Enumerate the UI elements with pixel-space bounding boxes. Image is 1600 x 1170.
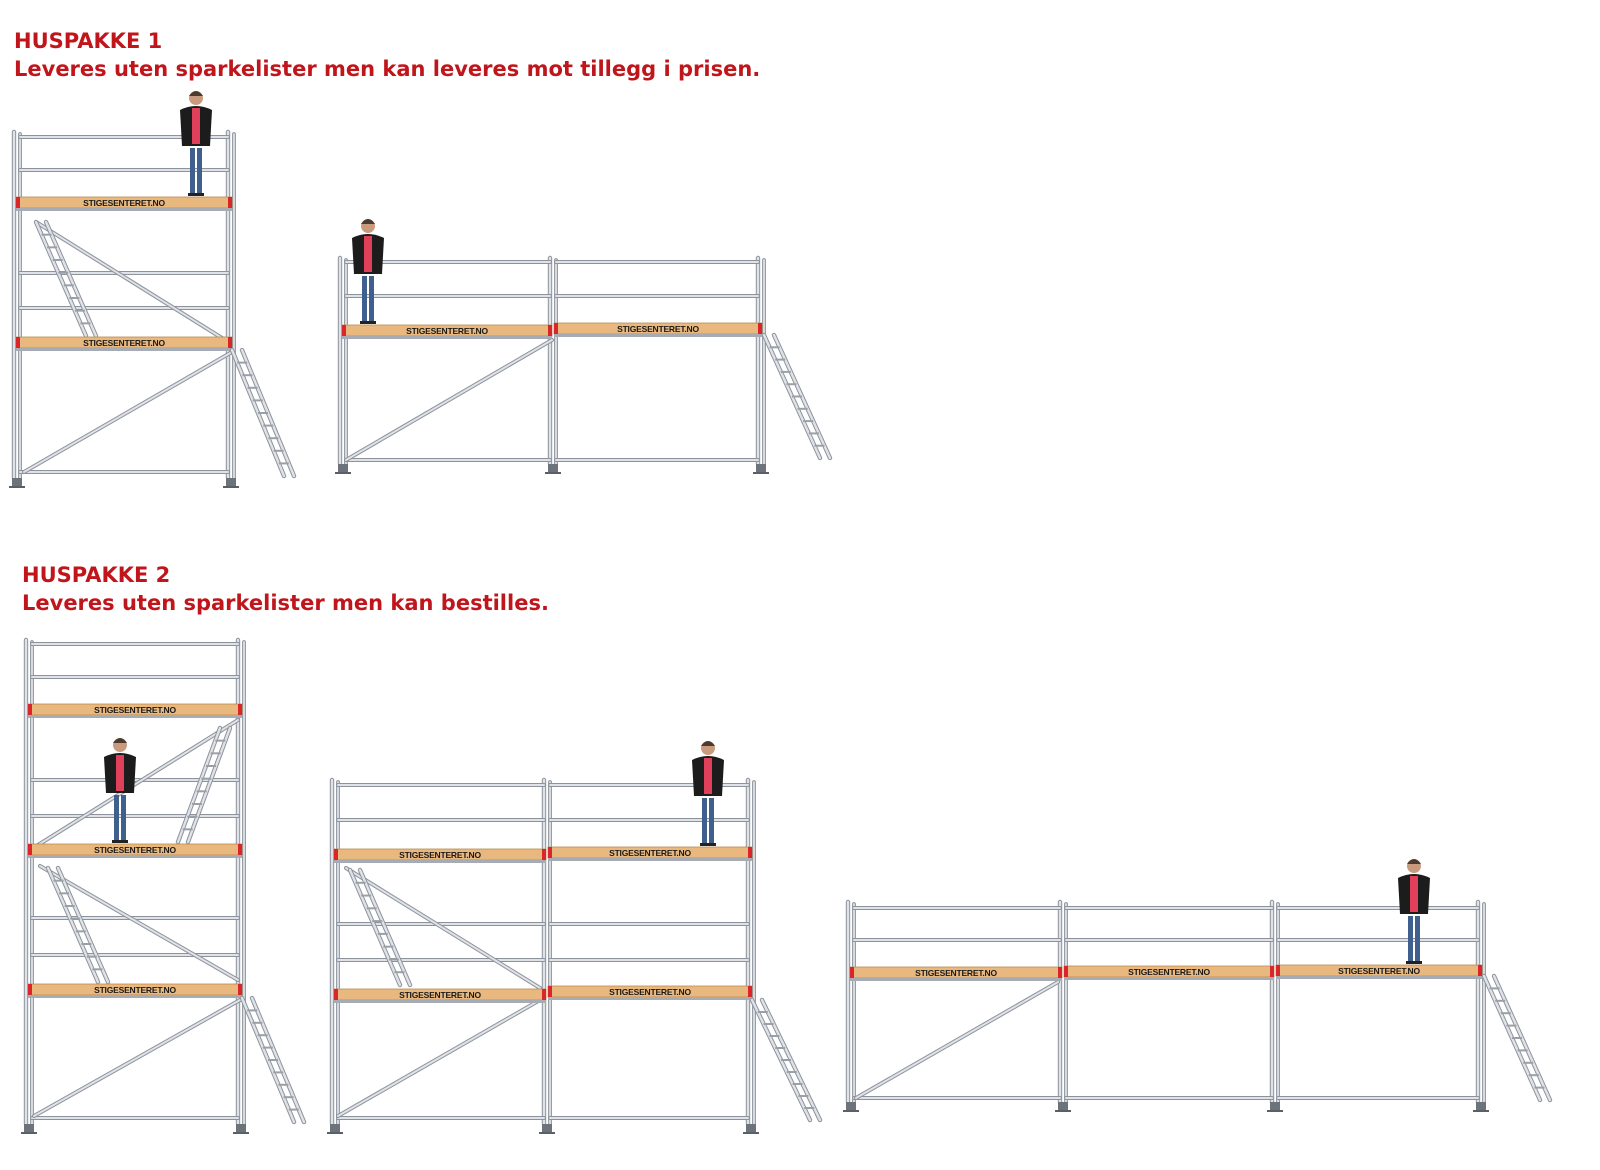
scaffold-tower-2b: STIGESENTERET.NO STIGESENTERET.NO STIGESEN…: [327, 777, 823, 1134]
plank: STIGESENTERET.NO: [333, 988, 547, 1003]
plank-label: STIGESENTERET.NO: [406, 326, 488, 336]
ladder: [761, 332, 833, 461]
ladder: [347, 867, 413, 988]
plank-label: STIGESENTERET.NO: [915, 968, 997, 978]
worker-figure: [352, 219, 384, 324]
plank-label: STIGESENTERET.NO: [83, 338, 165, 348]
section-2-subtitle: Leveres uten sparkelister men kan bestil…: [22, 591, 549, 615]
scaffold-platform-2c: STIGESENTERET.NO STIGESENTERET.NO STIGESEN…: [843, 899, 1553, 1112]
plank: STIGESENTERET.NO: [27, 983, 243, 998]
plank-label: STIGESENTERET.NO: [609, 987, 691, 997]
plank: STIGESENTERET.NO: [333, 848, 547, 863]
ladder: [239, 995, 307, 1125]
scaffold-tower-1a: STIGESENTERET.NO STIGESENTERET.NO: [9, 129, 297, 488]
ladder: [1481, 973, 1553, 1103]
plank-label: STIGESENTERET.NO: [399, 990, 481, 1000]
plank: STIGESENTERET.NO: [553, 322, 763, 337]
ladder: [175, 725, 233, 845]
plank-label: STIGESENTERET.NO: [609, 848, 691, 858]
section-2-title: HUSPAKKE 2: [22, 563, 171, 587]
ladder: [229, 347, 297, 479]
section-1-heading: HUSPAKKE 1 Leveres uten sparkelister men…: [14, 27, 760, 83]
worker-figure: [692, 741, 724, 846]
section-1-subtitle: Leveres uten sparkelister men kan levere…: [14, 57, 761, 81]
plank-label: STIGESENTERET.NO: [617, 324, 699, 334]
plank: STIGESENTERET.NO: [547, 846, 753, 861]
plank: STIGESENTERET.NO: [15, 196, 233, 211]
plank-label: STIGESENTERET.NO: [94, 845, 176, 855]
plank-label: STIGESENTERET.NO: [94, 705, 176, 715]
plank-label: STIGESENTERET.NO: [1128, 967, 1210, 977]
worker-figure: [104, 738, 136, 843]
scaffold-tower-2a: STIGESENTERET.NO STIGESENTERET.NO STIGESEN…: [21, 637, 307, 1134]
plank-label: STIGESENTERET.NO: [94, 985, 176, 995]
plank: STIGESENTERET.NO: [1275, 964, 1483, 979]
worker-figure: [1398, 859, 1430, 964]
section-1-title: HUSPAKKE 1: [14, 29, 163, 53]
worker-figure: [180, 91, 212, 196]
plank-label: STIGESENTERET.NO: [83, 198, 165, 208]
plank: STIGESENTERET.NO: [341, 324, 553, 339]
ladder: [33, 219, 99, 339]
plank-label: STIGESENTERET.NO: [1338, 966, 1420, 976]
plank: STIGESENTERET.NO: [27, 703, 243, 718]
plank: STIGESENTERET.NO: [27, 843, 243, 858]
section-2-heading: HUSPAKKE 2 Leveres uten sparkelister men…: [22, 561, 549, 617]
ladder: [749, 997, 823, 1123]
ladder: [45, 865, 111, 985]
scaffold-platform-1b: STIGESENTERET.NO STIGESENTERET.NO: [335, 255, 833, 474]
plank-label: STIGESENTERET.NO: [399, 850, 481, 860]
plank: STIGESENTERET.NO: [15, 336, 233, 351]
plank: STIGESENTERET.NO: [547, 985, 753, 1000]
plank: STIGESENTERET.NO: [1063, 965, 1275, 980]
plank: STIGESENTERET.NO: [849, 966, 1063, 981]
